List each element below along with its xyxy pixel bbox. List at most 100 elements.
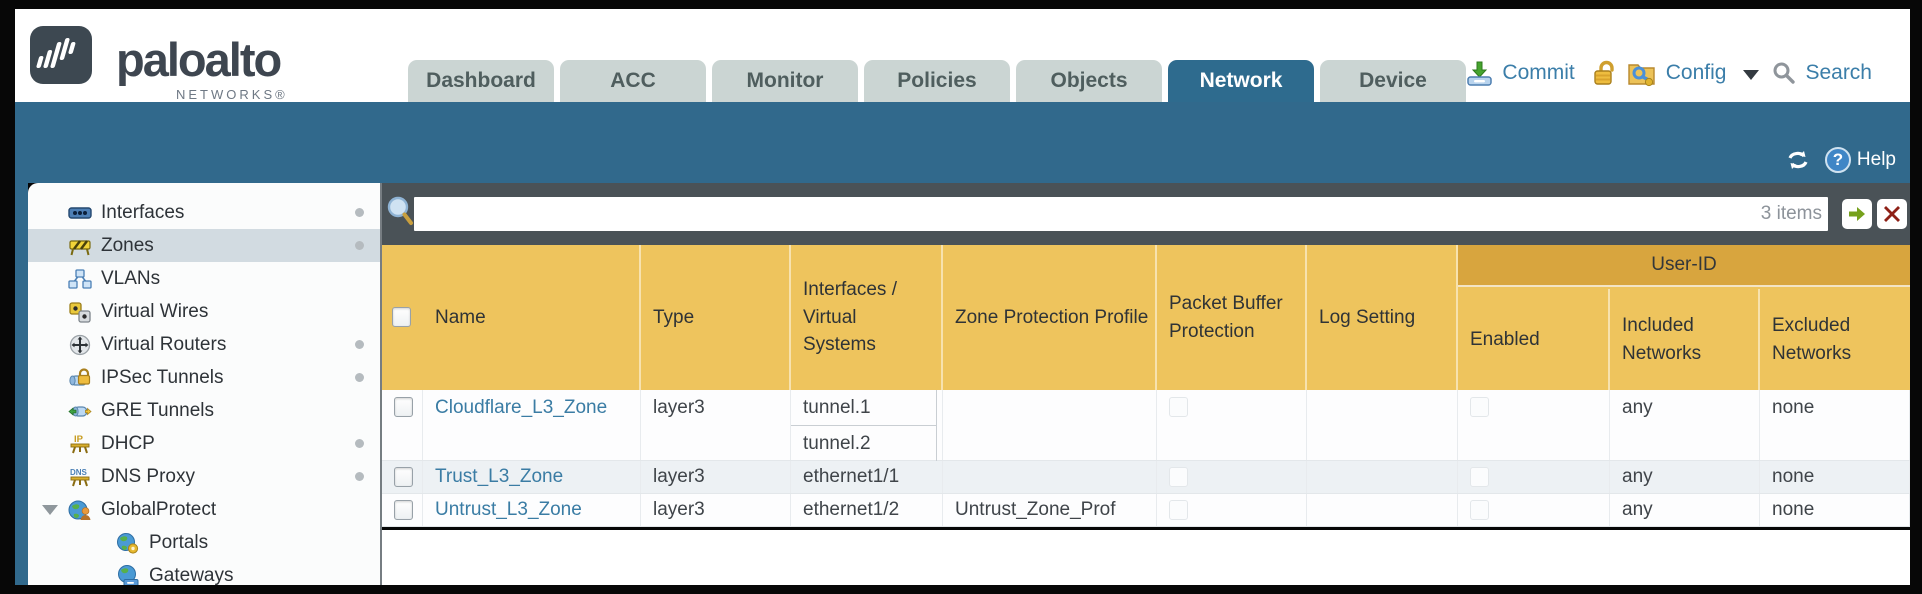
user-id-group-header: User-ID [1458,245,1910,287]
sidebar-item-dhcp[interactable]: IP DHCP [28,427,380,460]
user-id-enabled-checkbox[interactable] [1470,500,1489,520]
header-actions: Commit Config Search [1466,53,1880,93]
sidebar-item-label: GRE Tunnels [101,399,214,421]
column-header-packet-buffer[interactable]: Packet Buffer Protection [1157,245,1307,390]
config-icon[interactable] [1627,60,1657,87]
sidebar-item-label: Virtual Routers [101,333,227,355]
vlans-icon [68,268,92,289]
status-dot [355,373,364,382]
log-setting-cell [1307,390,1458,460]
column-header-included-networks[interactable]: Included Networks [1610,289,1760,390]
search-button[interactable]: Search [1805,61,1872,84]
status-dot [355,472,364,481]
status-dot [355,340,364,349]
zone-name-link[interactable]: Cloudflare_L3_Zone [435,397,608,418]
zone-name-link[interactable]: Untrust_L3_Zone [435,499,582,520]
row-checkbox[interactable] [394,467,413,487]
gateways-icon [118,564,139,585]
user-id-enabled-checkbox[interactable] [1470,467,1489,487]
table-row: Trust_L3_Zone layer3 ethernet1/1 any non… [382,461,1910,494]
tab-dashboard[interactable]: Dashboard [408,60,554,102]
sidebar-item-label: Zones [101,234,154,256]
sidebar-item-label: Gateways [149,564,234,586]
sidebar-item-label: GlobalProtect [101,498,217,520]
green-arrow-icon [1849,207,1865,221]
tab-monitor[interactable]: Monitor [712,60,858,102]
sidebar-item-vlans[interactable]: VLANs [28,262,380,295]
paloalto-logo-icon [30,26,92,84]
column-header-excluded-networks[interactable]: Excluded Networks [1772,314,1852,364]
zone-protection-cell [943,461,1157,493]
column-header-type[interactable]: Type [641,245,791,390]
virtual-wires-icon [69,301,91,323]
sidebar-item-dns-proxy[interactable]: DNS DNS Proxy [28,460,380,493]
sidebar-item-globalprotect[interactable]: GlobalProtect [28,493,380,526]
status-dot [355,208,364,217]
tab-device[interactable]: Device [1320,60,1466,102]
tab-acc[interactable]: ACC [560,60,706,102]
clear-filter-button[interactable] [1877,199,1907,229]
dhcp-icon: IP [70,434,90,453]
included-networks-cell: any [1610,494,1760,526]
config-menu[interactable]: Config [1665,61,1727,84]
sidebar-item-label: Interfaces [101,201,185,223]
expand-triangle-icon[interactable] [42,505,58,515]
portals-icon [117,532,139,554]
packet-buffer-checkbox[interactable] [1169,467,1188,487]
search-icon[interactable] [1772,61,1796,85]
row-checkbox[interactable] [394,500,413,520]
sidebar-item-ipsec-tunnels[interactable]: IPSec Tunnels [28,361,380,394]
sidebar-item-label: Virtual Wires [101,300,209,322]
help-icon[interactable]: ? [1824,147,1851,173]
help-symbol: ? [1832,150,1844,169]
status-dot [355,439,364,448]
sidebar-item-gre-tunnels[interactable]: GRE Tunnels [28,394,380,427]
sidebar-item-label: DHCP [101,432,155,454]
filter-input[interactable] [414,197,1828,231]
sidebar-item-label: VLANs [101,267,161,289]
excluded-networks-cell: none [1760,461,1910,493]
sidebar-item-virtual-wires[interactable]: Virtual Wires [28,295,380,328]
sidebar-item-label: DNS Proxy [101,465,195,487]
column-header-log-setting[interactable]: Log Setting [1307,245,1458,390]
sidebar-item-gateways[interactable]: Gateways [28,559,380,585]
apply-filter-button[interactable] [1842,199,1872,229]
packet-buffer-checkbox[interactable] [1169,397,1188,417]
user-id-enabled-checkbox[interactable] [1470,397,1489,417]
chevron-down-icon[interactable] [1743,70,1760,80]
column-header-interfaces[interactable]: Interfaces / Virtual Systems [791,245,943,390]
column-header-zone-protection[interactable]: Zone Protection Profile [943,245,1157,390]
column-header-enabled[interactable]: Enabled [1458,289,1610,390]
top-header: paloalto NETWORKS® Dashboard ACC Monitor… [15,9,1910,102]
refresh-icon[interactable] [1785,149,1811,171]
select-all-checkbox[interactable] [392,307,411,327]
sidebar-item-zones[interactable]: Zones [28,229,380,262]
zones-table: User-ID Name Type Interfaces / Virtual S… [382,245,1910,527]
row-checkbox[interactable] [394,397,413,417]
tab-network[interactable]: Network [1168,60,1314,102]
network-sidebar: Interfaces Zones VLANs [28,183,382,585]
sidebar-item-virtual-routers[interactable]: Virtual Routers [28,328,380,361]
filter-search-icon[interactable] [385,195,415,227]
teal-toolbar: ? Help [15,102,1910,183]
main-nav-tabs: Dashboard ACC Monitor Policies Objects N… [408,60,1466,102]
dns-proxy-icon: DNS [70,468,90,486]
commit-button[interactable]: Commit [1502,61,1575,84]
tab-policies[interactable]: Policies [864,60,1010,102]
tab-objects[interactable]: Objects [1016,60,1162,102]
table-row: Cloudflare_L3_Zone layer3 tunnel.1 tunne… [382,390,1910,461]
sidebar-item-portals[interactable]: Portals [28,526,380,559]
sidebar-item-interfaces[interactable]: Interfaces [28,196,380,229]
excluded-networks-cell: none [1760,390,1910,460]
help-label[interactable]: Help [1856,149,1896,170]
zone-interfaces-cell: ethernet1/1 [791,461,943,493]
packet-buffer-checkbox[interactable] [1169,500,1188,520]
zone-name-link[interactable]: Trust_L3_Zone [435,466,564,487]
toolbar-tools: ? Help [1785,147,1896,173]
lock-icon[interactable] [1592,60,1618,87]
zone-interfaces-cell: ethernet1/2 [791,494,943,526]
commit-icon[interactable] [1466,60,1493,87]
column-header-name[interactable]: Name [423,245,641,390]
excluded-networks-cell: none [1760,494,1910,526]
